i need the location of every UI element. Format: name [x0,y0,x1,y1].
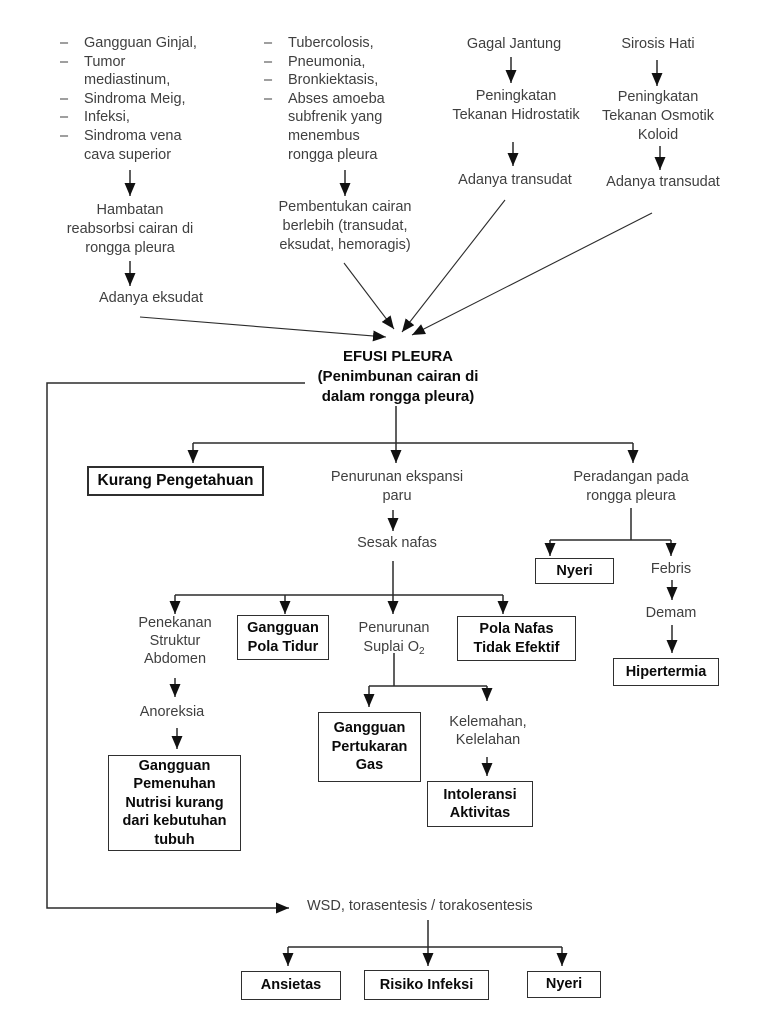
box-nyeri: Nyeri [535,558,614,584]
node-infeksi-paru-list: –Tubercolosis,–Pneumonia,–Bronkiektasis,… [264,34,385,164]
arrows-top-causes [124,57,666,286]
list-item-text: menembus [288,127,360,144]
list-item-text: Pneumonia, [288,53,366,70]
dash-bullet: – [264,53,273,70]
node-febris: Febris [650,561,692,577]
o2-subscript: 2 [419,646,425,657]
dash-bullet [60,71,84,90]
box-nyeri-2: Nyeri [527,971,601,998]
node-adanya-eksudat: Adanya eksudat [99,290,203,306]
node-adanya-transudat-kanan: Adanya transudat [606,174,720,190]
list-item-text: Abses amoeba [288,90,385,107]
list-item-text: Sindroma vena [84,127,182,144]
dash-bullet [264,146,288,165]
tree-suplai-o2 [363,653,493,776]
arrow-efusi-bypass-to-wsd [46,382,305,914]
dash-bullet [60,146,84,165]
list-item-text: subfrenik yang [288,109,383,126]
list-item-text: Infeksi, [84,109,130,126]
arrows-convergence-to-efusi [139,199,653,342]
dash-bullet [264,108,288,127]
list-item-text: rongga pleura [288,146,378,163]
tree-wsd [282,920,568,966]
dash-bullet: – [264,90,273,107]
list-item-text: Gangguan Ginjal, [84,35,197,51]
list-item-text: Tubercolosis, [288,35,374,51]
node-kelemahan-kelelahan: Kelemahan,Kelelahan [449,714,527,748]
dash-bullet: – [60,109,69,126]
list-item-text: Tumor [84,53,126,70]
node-wsd-torasentesis: WSD, torasentesis / torakosentesis [307,898,533,914]
arrows-nutrition-chain [169,678,183,749]
list-item-text: mediastinum, [84,72,171,89]
node-anoreksia: Anoreksia [139,704,205,720]
tree-peradangan [544,508,678,653]
list-item-text: Bronkiektasis, [288,72,379,89]
list-item-text: cava superior [84,146,172,163]
dash-bullet: – [60,90,69,107]
tree-sesak-nafas [169,561,509,614]
dash-bullet [264,127,288,146]
box-ansietas: Ansietas [241,971,341,1000]
box-hipertermia: Hipertermia [613,658,719,686]
node-demam: Demam [645,605,697,621]
box-risiko-infeksi: Risiko Infeksi [364,970,489,1000]
dash-bullet: – [264,72,273,89]
dash-bullet: – [60,127,69,144]
node-sesak-nafas: Sesak nafas [357,535,437,551]
tree-efusi-branches [187,406,639,463]
dash-bullet: – [264,35,273,51]
node-sirosis-hati: Sirosis Hati [621,36,695,52]
box-kurang-pengetahuan: Kurang Pengetahuan [87,466,264,496]
dash-bullet: – [60,35,69,51]
list-item-text: Sindroma Meig, [84,90,186,107]
dash-bullet: – [60,53,69,70]
node-adanya-transudat-kiri: Adanya transudat [458,172,572,188]
node-gagal-jantung: Gagal Jantung [466,36,562,52]
node-penurunan-suplai-o2: Penurunan Suplai O2 [358,620,430,657]
